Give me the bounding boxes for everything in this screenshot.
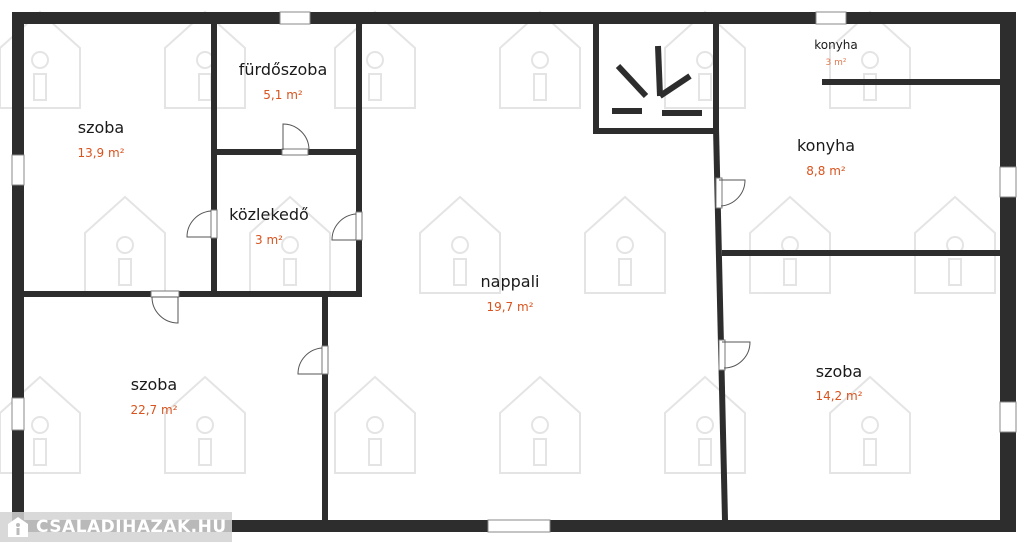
door-bathroom <box>281 123 310 156</box>
room-name-kozlekedo: közlekedő <box>229 205 309 224</box>
door-living-left <box>297 345 329 375</box>
wall-kitchen-bottom <box>722 250 1000 256</box>
wall-pantry-bottom <box>822 79 1000 85</box>
wall-living-left <box>322 297 328 520</box>
watermark-house-icon <box>249 195 331 294</box>
door-kitchen <box>715 177 746 209</box>
room-labels: szoba 13,9 m² fürdőszoba 5,1 m² közleked… <box>77 38 862 417</box>
watermark-house-icon <box>664 375 746 474</box>
room-name-konyha: konyha <box>797 136 855 155</box>
windows <box>11 11 1017 533</box>
chimney-right <box>713 24 719 134</box>
watermark-house-icon <box>0 375 81 474</box>
watermark-house-icon <box>499 10 581 109</box>
watermark-house-icon <box>419 195 501 294</box>
doors <box>150 123 751 375</box>
wall-bathroom-left <box>211 24 217 296</box>
outer-wall-left <box>12 12 24 532</box>
watermark-pattern <box>0 10 996 474</box>
window-living-bottom <box>487 519 551 533</box>
room-name-konyha-small: konyha <box>814 38 858 52</box>
door-room-bottom-left <box>150 290 180 324</box>
window-bathroom <box>279 11 311 25</box>
house-logo-icon <box>8 517 28 537</box>
room-name-szoba-3: szoba <box>816 362 862 381</box>
room-name-szoba-2: szoba <box>131 375 177 394</box>
chimney-left <box>593 24 599 134</box>
room-area-szoba-3: 14,2 m² <box>815 389 862 403</box>
room-area-konyha-small: 3 m² <box>826 58 847 68</box>
wall-left-rooms-divider <box>24 291 362 297</box>
wall-bathroom-right <box>356 24 362 296</box>
watermark-house-icon <box>334 10 416 109</box>
room-area-furdoszoba: 5,1 m² <box>263 88 303 102</box>
watermark-house-icon <box>584 195 666 294</box>
room-name-nappali: nappali <box>481 272 540 291</box>
watermark-house-icon <box>84 195 166 294</box>
watermark-logo-text: CSALADIHAZAK.HU <box>36 517 227 537</box>
room-area-szoba-1: 13,9 m² <box>77 146 124 160</box>
watermark-house-icon <box>334 375 416 474</box>
watermark-house-icon <box>499 375 581 474</box>
room-name-furdoszoba: fürdőszoba <box>239 60 328 79</box>
room-name-szoba-1: szoba <box>78 118 124 137</box>
outer-wall-right <box>1000 12 1016 532</box>
watermark-logo: CSALADIHAZAK.HU <box>0 512 232 542</box>
watermark-house-icon <box>749 195 831 294</box>
window-right-top <box>999 166 1017 198</box>
window-pantry <box>815 11 847 25</box>
watermark-house-icon <box>914 195 996 294</box>
room-area-konyha: 8,8 m² <box>806 164 846 178</box>
window-right-bottom <box>999 401 1017 433</box>
outer-wall-top <box>12 12 1016 24</box>
door-room-top-left <box>186 209 218 239</box>
chimney-symbol <box>612 45 702 116</box>
window-left-bottom <box>11 397 25 431</box>
watermark-house-icon <box>164 375 246 474</box>
chimney-bottom <box>593 128 719 134</box>
room-area-szoba-2: 22,7 m² <box>130 403 177 417</box>
watermark-house-icon <box>164 10 246 109</box>
watermark-house-icon <box>829 375 911 474</box>
door-hall-right <box>331 211 363 241</box>
window-left-top <box>11 154 25 186</box>
wall-living-right <box>713 128 728 520</box>
watermark-house-icon <box>664 10 746 109</box>
room-area-kozlekedo: 3 m² <box>255 233 283 247</box>
door-room-right <box>718 339 751 371</box>
room-area-nappali: 19,7 m² <box>486 300 533 314</box>
